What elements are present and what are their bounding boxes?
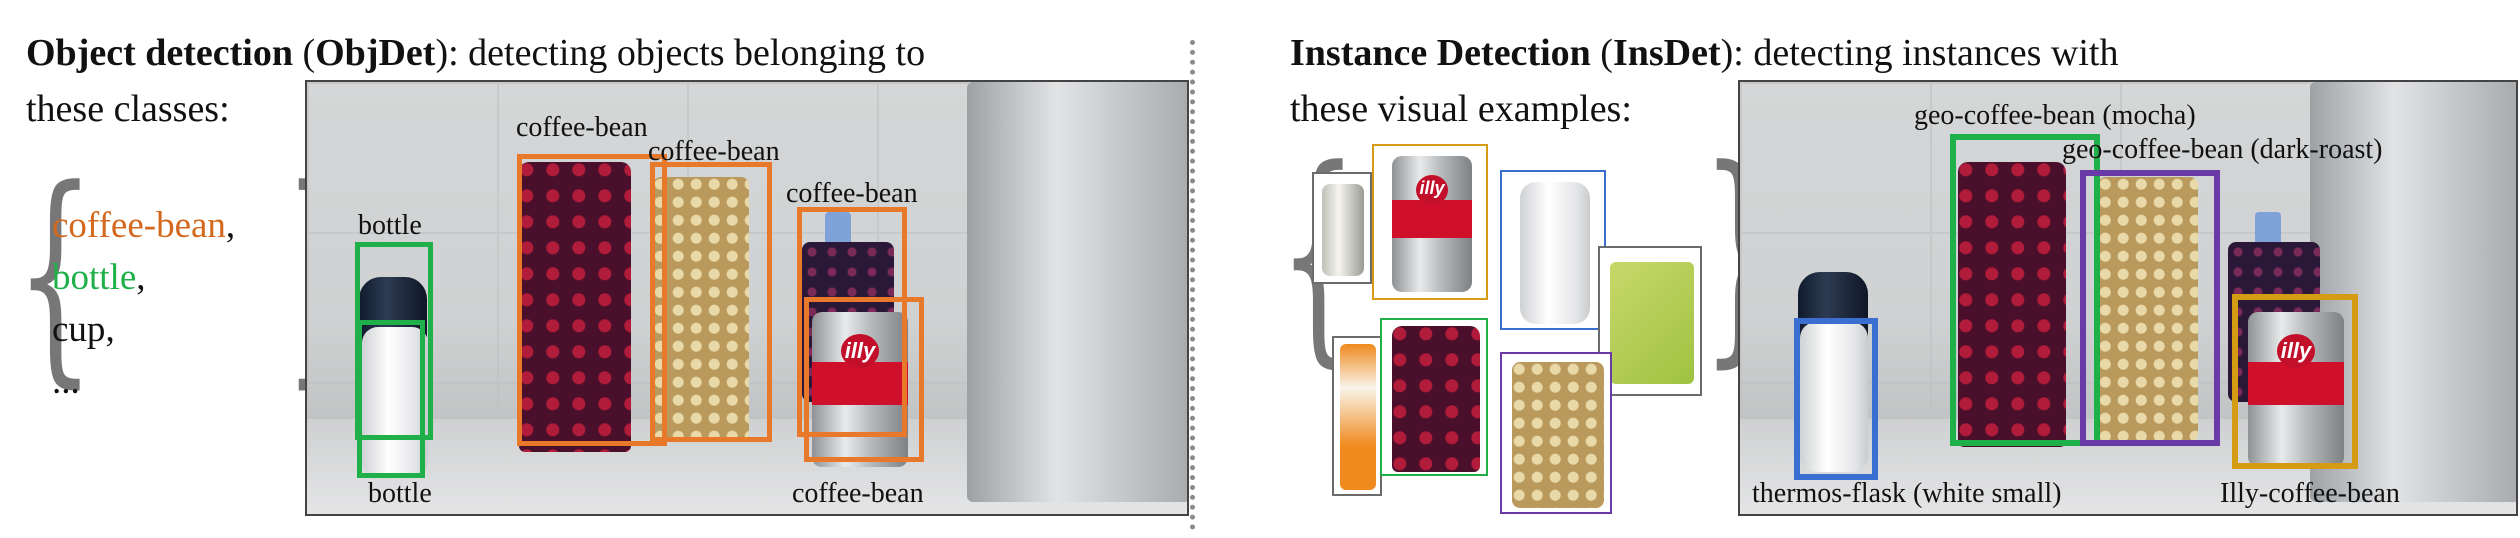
insdet-abbrev: InsDet [1612, 32, 1721, 74]
label-geo-coffee-bean-mocha: geo-coffee-bean (mocha) [1914, 100, 2196, 131]
example-thumb-illy-can: illy [1372, 144, 1488, 300]
label-bottle-bottom: bottle [368, 478, 432, 509]
example-thumb-mocha-bag [1380, 318, 1488, 476]
coffee-machine [2310, 82, 2516, 502]
label-coffee-bean-3: coffee-bean [786, 178, 918, 209]
example-thumb-dark-roast-bag [1500, 352, 1612, 514]
example-thumb-green-box [1598, 246, 1702, 396]
insdet-heading-line2: these visual examples: [1290, 88, 1632, 130]
label-coffee-bean-4: coffee-bean [792, 478, 924, 509]
red-coffee-bag [1958, 162, 2066, 447]
bbox-illy-coffee-bean [2232, 294, 2358, 469]
label-thermos-flask: thermos-flask (white small) [1752, 478, 2062, 509]
objdet-abbrev: ObjDet [315, 32, 436, 74]
coffee-machine [967, 82, 1187, 502]
bbox-coffee-bean-4 [804, 297, 924, 462]
white-bottle [1800, 322, 1868, 472]
white-bottle [362, 327, 428, 477]
bbox-coffee-bean-3 [797, 207, 907, 437]
bbox-thermos-flask [1794, 318, 1878, 480]
illy-can: illy [812, 312, 908, 467]
label-geo-coffee-bean-dark-roast: geo-coffee-bean (dark-roast) [2062, 134, 2383, 165]
objdet-description: ): detecting objects belonging to [435, 32, 926, 74]
panel-divider [1190, 40, 1195, 530]
class-item-coffee-bean: coffee-bean, [52, 205, 236, 246]
class-item-cup: cup, [52, 309, 115, 350]
bbox-coffee-bean-2 [650, 162, 772, 442]
insdet-scene-image: illy [1738, 80, 2518, 516]
bbox-coffee-bean-1 [517, 154, 667, 446]
label-illy-coffee-bean: Illy-coffee-bean [2220, 478, 2400, 509]
insdet-description: ): detecting instances with [1720, 32, 2119, 74]
objdet-title: Object detection [26, 32, 293, 74]
label-coffee-bean-2: coffee-bean [648, 136, 780, 167]
left-open-brace: { [14, 141, 96, 408]
label-bottle-top: bottle [358, 210, 422, 241]
example-thumb-boost-tube [1332, 336, 1382, 496]
class-item-more: ... [52, 361, 80, 402]
example-thumb-white-flask [1500, 170, 1606, 330]
objdet-scene-image: illy [305, 80, 1189, 516]
red-coffee-bag [519, 162, 631, 452]
insdet-title: Instance Detection [1290, 32, 1591, 74]
class-list: coffee-bean, bottle, cup, ... [52, 200, 235, 408]
gold-coffee-bag [2098, 177, 2198, 442]
bbox-geo-coffee-bean-mocha [1950, 134, 2100, 446]
gold-coffee-bag [653, 177, 749, 442]
illy-can: illy [2248, 312, 2344, 467]
class-item-bottle: bottle, [52, 257, 146, 298]
label-coffee-bean-1: coffee-bean [516, 112, 648, 143]
objdet-heading-line2: these classes: [26, 88, 230, 130]
bbox-bottle-2 [357, 320, 425, 478]
example-thumb-gray-cup [1312, 172, 1372, 284]
insdet-heading-line1: Instance Detection (InsDet): detecting i… [1290, 32, 2119, 74]
objdet-heading-line1: Object detection (ObjDet): detecting obj… [26, 32, 926, 74]
bbox-geo-coffee-bean-dark-roast [2080, 170, 2220, 446]
